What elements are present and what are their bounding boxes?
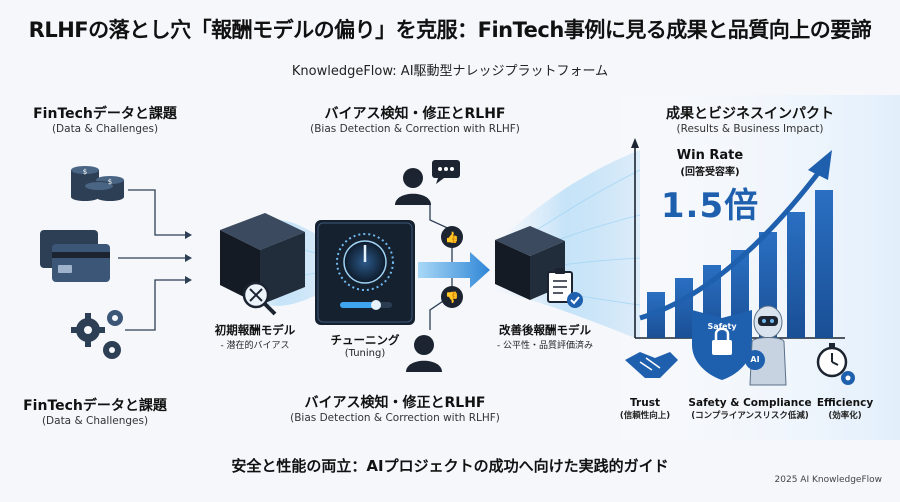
center-top-sub: (Bias Detection & Correction with RLHF): [310, 123, 520, 135]
stopwatch-icon: [816, 343, 855, 385]
page-title: RLHFの落とし穴「報酬モデルの偏り」を克服：FinTech事例に見る成果と品質…: [28, 18, 872, 42]
magnifier-x-icon: [242, 281, 277, 316]
left-top-heading-group: FinTechデータと課題 (Data & Challenges): [20, 103, 190, 135]
improved-model-label-group: 改善後報酬モデル - 公平性・品質評価済み: [470, 322, 620, 351]
safety-shield-icon: [692, 310, 752, 380]
right-sub: (Results & Business Impact): [676, 123, 824, 135]
right-heading-group: 成果とビジネスインパクト (Results & Business Impact): [630, 103, 870, 135]
growth-arrow-icon: [639, 166, 824, 321]
tuning-label-group: チューニング (Tuning): [310, 332, 420, 359]
impact-trust-label: Trust: [630, 397, 660, 409]
center-bottom-sub: (Bias Detection & Correction with RLHF): [290, 412, 500, 424]
tuning-label: チューニング: [330, 333, 400, 347]
winrate-value: 1.5倍: [660, 186, 760, 226]
copyright: 2025 AI KnowledgeFlow: [774, 475, 882, 485]
winrate-sub: (回答受容率): [680, 167, 740, 178]
winrate-label: Win Rate: [676, 148, 744, 163]
initial-model-label-group: 初期報酬モデル - 潜在的バイアス: [185, 322, 325, 351]
robot-icon: [745, 305, 787, 386]
impact-efficiency-label: Efficiency: [816, 397, 874, 409]
center-top-heading: バイアス検知・修正とRLHF: [324, 106, 506, 122]
ai-badge: AI: [750, 355, 760, 364]
flow-arrow-icon: [418, 252, 490, 288]
left-top-heading: FinTechデータと課題: [33, 106, 177, 122]
safety-badge: Safety: [707, 322, 737, 331]
impact-trust: Trust (信頼性向上): [605, 397, 685, 421]
coin-stack-icon: $ $: [71, 166, 124, 201]
winrate-group: Win Rate (回答受容率) 1.5倍: [655, 148, 765, 227]
impact-safety-sub: (コンプライアンスリスク低減): [691, 411, 809, 421]
left-bottom-heading: FinTechデータと課題: [23, 398, 167, 414]
impact-efficiency-sub: (効率化): [828, 411, 862, 421]
user-icon: [395, 168, 431, 205]
credit-card-icon: [40, 230, 110, 282]
thumbs-up-icon: 👍: [441, 226, 463, 248]
svg-text:👍: 👍: [445, 231, 459, 244]
checklist-icon: [547, 268, 583, 308]
thumbs-down-icon: 👎: [441, 286, 463, 308]
input-connectors: [118, 189, 185, 331]
center-top-heading-group: バイアス検知・修正とRLHF (Bias Detection & Correct…: [285, 103, 545, 135]
page-subtitle: KnowledgeFlow: AI駆動型ナレッジプラットフォーム: [291, 64, 609, 79]
left-bottom-heading-group: FinTechデータと課題 (Data & Challenges): [10, 395, 180, 427]
initial-model-sub: - 潜在的バイアス: [220, 341, 290, 351]
impact-efficiency: Efficiency (効率化): [805, 397, 885, 421]
svg-text:$: $: [83, 168, 87, 176]
improved-model-sub: - 公平性・品質評価済み: [496, 341, 594, 351]
center-bottom-heading-group: バイアス検知・修正とRLHF (Bias Detection & Correct…: [265, 392, 525, 424]
tuning-dial-icon: [315, 220, 415, 325]
chat-bubble-icon: [432, 160, 460, 184]
footer-text: 安全と性能の両立：AIプロジェクトの成功へ向けた実践的ガイド: [231, 457, 669, 475]
tuning-sub: (Tuning): [344, 348, 386, 359]
center-bottom-heading: バイアス検知・修正とRLHF: [304, 395, 486, 411]
left-top-sub: (Data & Challenges): [51, 123, 159, 135]
right-heading: 成果とビジネスインパクト: [666, 106, 834, 122]
svg-text:$: $: [108, 178, 112, 186]
initial-model-label: 初期報酬モデル: [214, 323, 296, 337]
impact-safety-label: Safety & Compliance: [688, 397, 812, 409]
svg-text:👎: 👎: [445, 291, 459, 304]
impact-safety: Safety & Compliance (コンプライアンスリスク低減): [680, 397, 820, 421]
impact-trust-sub: (信頼性向上): [619, 411, 671, 421]
improved-model-label: 改善後報酬モデル: [499, 323, 591, 337]
left-bottom-sub: (Data & Challenges): [41, 415, 149, 427]
user-icon: [406, 335, 442, 372]
gear-icon: [71, 310, 123, 359]
handshake-icon: [625, 352, 678, 378]
